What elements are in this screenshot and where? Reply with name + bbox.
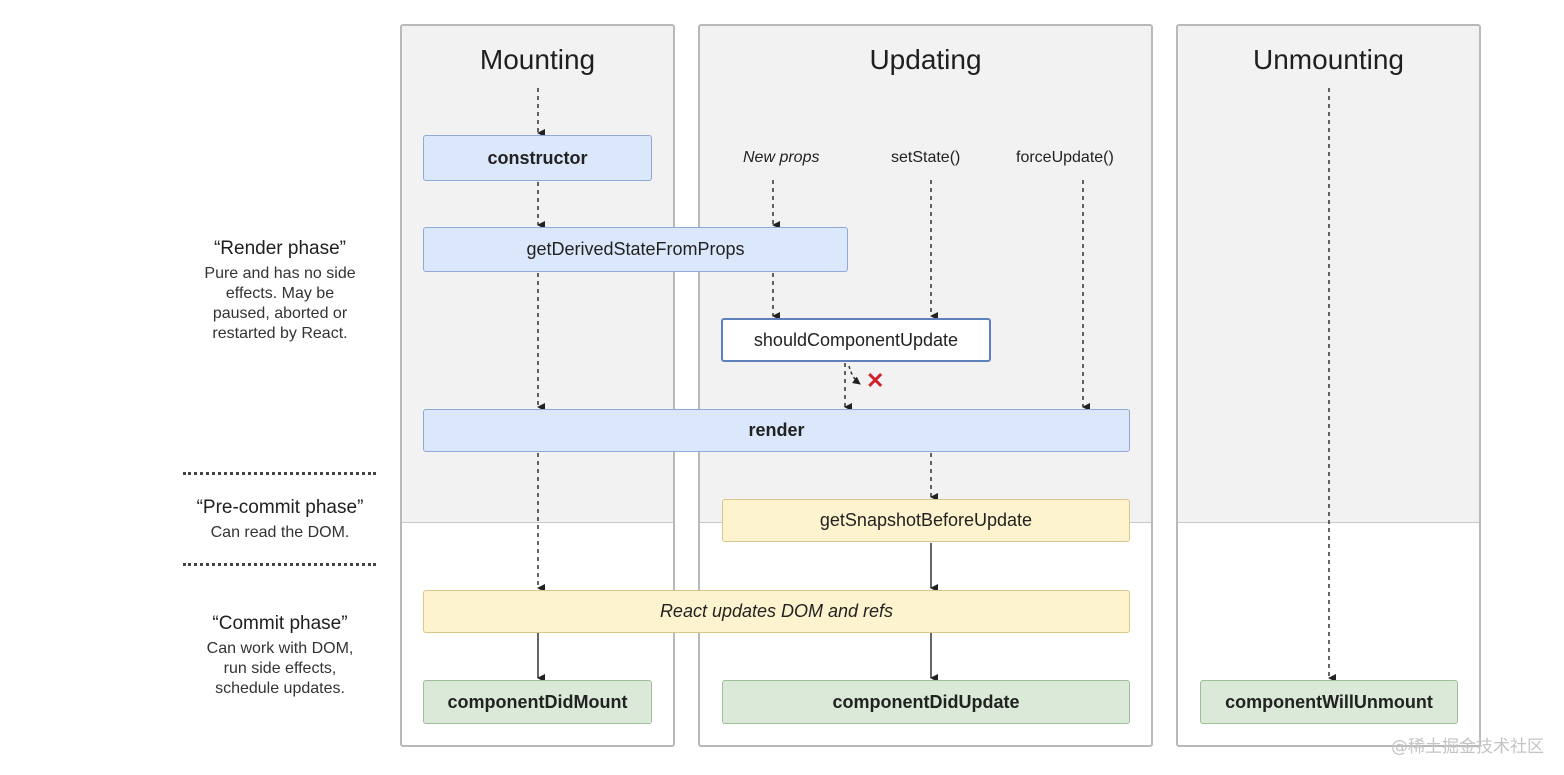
- dom-updates-box: React updates DOM and refs: [423, 590, 1130, 633]
- render-box: render: [423, 409, 1130, 452]
- precommit-phase-label: “Pre-commit phase” Can read the DOM.: [150, 497, 410, 543]
- updating-title: Updating: [869, 44, 982, 75]
- precommit-phase-desc-line: Can read the DOM.: [210, 524, 350, 541]
- render-phase-title: “Render phase”: [213, 238, 347, 259]
- unmounting-title: Unmounting: [1253, 44, 1404, 75]
- render-phase-desc-line: paused, aborted or: [212, 305, 348, 322]
- will-unmount-box: componentWillUnmount: [1200, 680, 1458, 724]
- render-phase-desc-line: effects. May be: [225, 285, 335, 302]
- phase-separator-dots: [183, 563, 376, 566]
- render-phase-desc-line: Pure and has no side: [204, 265, 356, 282]
- commit-phase-desc: Can work with DOM, run side effects, sch…: [150, 639, 410, 699]
- cancel-cross-icon: ✕: [866, 368, 885, 393]
- should-component-update-box: shouldComponentUpdate: [721, 318, 991, 362]
- did-update-box: componentDidUpdate: [722, 680, 1130, 724]
- commit-phase-title: “Commit phase”: [212, 613, 348, 634]
- constructor-box: constructor: [423, 135, 652, 181]
- commit-phase-desc-line: schedule updates.: [215, 680, 345, 697]
- phase-divider: [402, 522, 673, 523]
- commit-phase-desc-line: Can work with DOM,: [206, 640, 354, 657]
- render-phase-desc: Pure and has no side effects. May be pau…: [150, 264, 410, 344]
- snapshot-box: getSnapshotBeforeUpdate: [722, 499, 1130, 542]
- set-state-trigger: setState(): [891, 149, 961, 166]
- new-props-trigger: New props: [743, 149, 820, 166]
- render-phase-label: “Render phase” Pure and has no side effe…: [150, 238, 410, 344]
- get-derived-state-box: getDerivedStateFromProps: [423, 227, 848, 272]
- commit-phase-label: “Commit phase” Can work with DOM, run si…: [150, 613, 410, 699]
- watermark: @稀土掘金技术社区: [1391, 737, 1544, 757]
- mounting-title: Mounting: [479, 44, 596, 75]
- commit-phase-desc-line: run side effects,: [223, 660, 337, 677]
- phase-separator-dots: [183, 472, 376, 475]
- precommit-phase-desc: Can read the DOM.: [150, 523, 410, 543]
- render-phase-desc-line: restarted by React.: [212, 325, 348, 342]
- did-mount-box: componentDidMount: [423, 680, 652, 724]
- precommit-phase-title: “Pre-commit phase”: [196, 497, 364, 518]
- arrow-should-cancel: [848, 365, 861, 385]
- force-update-trigger: forceUpdate(): [1016, 149, 1114, 166]
